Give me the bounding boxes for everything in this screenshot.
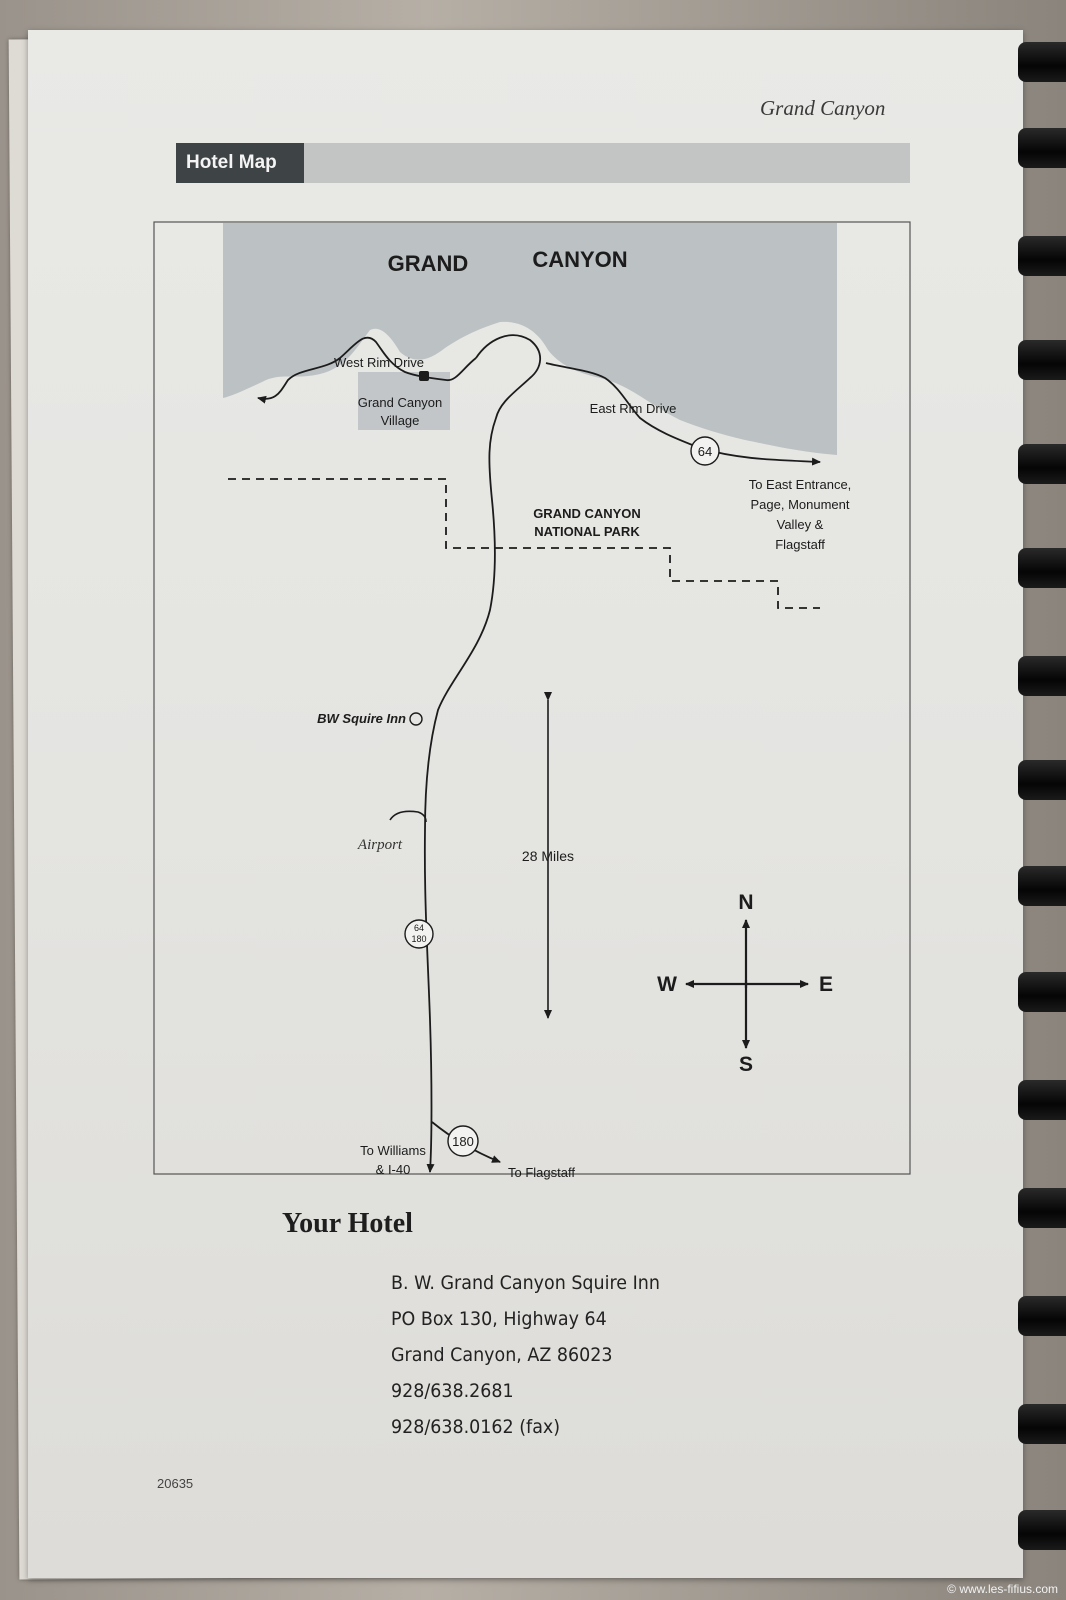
label-hotel: BW Squire Inn <box>317 711 406 726</box>
binding-ring <box>1018 1510 1066 1550</box>
route-shield-64-180: 64 180 <box>404 919 434 949</box>
watermark: © www.les-fifius.com <box>947 1582 1058 1596</box>
west-rim-drive-road <box>257 336 477 404</box>
compass-north-label: N <box>738 891 753 914</box>
compass-rose: N S W E <box>657 891 833 1076</box>
label-park-line2: NATIONAL PARK <box>534 524 640 539</box>
label-park-line1: GRAND CANYON <box>533 506 641 521</box>
binding-ring <box>1018 1296 1066 1336</box>
compass-west-label: W <box>657 973 677 996</box>
binding-ring <box>1018 444 1066 484</box>
fax-line: 928/638.0162 (fax) <box>391 1416 561 1438</box>
label-east-rim-drive: East Rim Drive <box>590 401 677 416</box>
label-airport: Airport <box>357 837 403 853</box>
running-head: Grand Canyon <box>760 96 886 120</box>
label-east-entrance-line3: Valley & <box>777 517 824 532</box>
map-frame <box>153 221 911 1175</box>
label-west-rim-drive: West Rim Drive <box>334 355 424 370</box>
park-boundary-line <box>228 478 820 609</box>
map-title-grand: GRAND <box>388 251 469 276</box>
village-area <box>358 372 450 430</box>
address-line: PO Box 130, Highway 64 <box>391 1308 607 1330</box>
map-title-canyon: CANYON <box>532 247 627 272</box>
canyon-area <box>223 223 837 455</box>
label-williams-line2: & I-40 <box>376 1162 411 1177</box>
binding-ring <box>1018 760 1066 800</box>
label-flagstaff: To Flagstaff <box>508 1165 575 1180</box>
highway-64-180-road <box>423 334 542 1173</box>
binding-ring <box>1018 1404 1066 1444</box>
binding-ring <box>1018 1188 1066 1228</box>
binding-ring <box>1018 340 1066 380</box>
binding-ring <box>1018 128 1066 168</box>
binding-ring <box>1018 548 1066 588</box>
address-line: B. W. Grand Canyon Squire Inn <box>391 1272 660 1294</box>
phone-line: 928/638.2681 <box>391 1380 514 1402</box>
binding-ring <box>1018 1080 1066 1120</box>
label-williams-line1: To Williams <box>360 1143 426 1158</box>
compass-east-label: E <box>819 973 833 996</box>
route-shield-180: 180 <box>447 1125 479 1157</box>
binding-ring <box>1018 866 1066 906</box>
hotel-marker-icon <box>409 712 423 726</box>
shield-180-label: 180 <box>452 1134 474 1149</box>
label-east-entrance-line1: To East Entrance, <box>749 477 852 492</box>
binding-ring <box>1018 236 1066 276</box>
label-east-entrance-line2: Page, Monument <box>750 497 849 512</box>
east-rim-drive-road <box>545 362 821 466</box>
label-village-line1: Grand Canyon <box>358 395 443 410</box>
hotel-address-block: B. W. Grand Canyon Squire Inn PO Box 130… <box>391 1265 660 1445</box>
label-east-entrance-line4: Flagstaff <box>775 537 825 552</box>
label-village-line2: Village <box>381 413 420 428</box>
info-marker-icon <box>419 371 429 381</box>
page-code: 20635 <box>157 1476 194 1491</box>
label-distance: 28 Miles <box>522 848 574 864</box>
hotel-heading: Your Hotel <box>282 1208 413 1239</box>
binding-ring <box>1018 42 1066 82</box>
binding-ring <box>1018 972 1066 1012</box>
shield-64-east-label: 64 <box>698 444 712 459</box>
shield-main-top-label: 64 <box>414 923 424 933</box>
binding-ring <box>1018 656 1066 696</box>
route-shield-64-east: 64 <box>690 436 720 466</box>
airport-spur-road <box>389 810 427 823</box>
compass-south-label: S <box>739 1053 753 1076</box>
section-label: Hotel Map <box>176 143 304 183</box>
address-line: Grand Canyon, AZ 86023 <box>391 1344 613 1366</box>
shield-main-bottom-label: 180 <box>411 934 426 944</box>
